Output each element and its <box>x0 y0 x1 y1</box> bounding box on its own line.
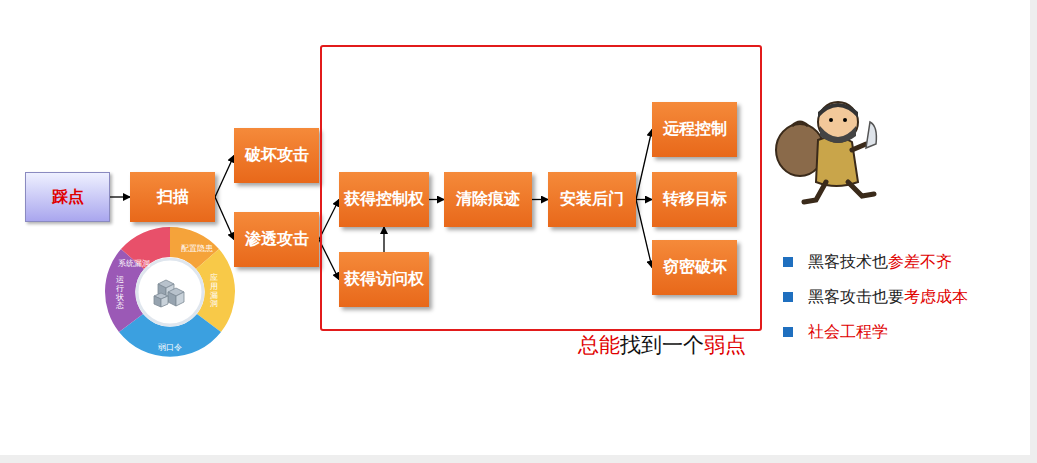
bullet-text: 参差不齐 <box>888 252 952 273</box>
page-ground <box>0 0 1030 455</box>
flow-arrow <box>429 199 444 200</box>
segment-label: 运行状态 <box>116 276 124 311</box>
process-box: 破坏攻击 <box>234 128 319 183</box>
process-box: 获得控制权 <box>339 172 429 227</box>
bullet-square <box>783 292 793 302</box>
box-text: 获得访问权 <box>344 269 424 290</box>
edge-strip <box>1030 0 1037 463</box>
box-text: 踩点 <box>52 187 84 208</box>
segment-label: 配置隐患 <box>181 243 213 254</box>
donut-center <box>137 259 203 325</box>
thief-head <box>818 102 858 142</box>
thief-mask <box>820 126 856 143</box>
box-text: 清除痕迹 <box>456 189 520 210</box>
process-box: 获得访问权 <box>339 252 429 307</box>
bullet-text: 黑客攻击也要 <box>808 287 904 308</box>
thief-arm <box>852 144 866 150</box>
edge-strip <box>0 455 1037 463</box>
flow-arrow <box>215 197 234 240</box>
bag-knot <box>792 122 808 126</box>
flow-arrow <box>532 199 548 200</box>
flow-arrow <box>636 200 652 268</box>
start-box: 踩点 <box>25 172 110 222</box>
process-box: 远程控制 <box>652 102 737 157</box>
box-text: 窃密破坏 <box>663 257 727 278</box>
thief-eye <box>843 118 847 122</box>
box-text: 获得控制权 <box>344 189 424 210</box>
process-box: 窃密破坏 <box>652 240 737 295</box>
segment-label: 应用漏洞 <box>210 274 218 309</box>
box-text: 安装后门 <box>560 189 624 210</box>
process-box: 安装后门 <box>548 172 636 227</box>
bullet-text: 考虑成本 <box>904 287 968 308</box>
segment-label: 弱口令 <box>158 342 182 353</box>
thief-eye <box>829 118 833 122</box>
flow-arrow <box>636 199 652 200</box>
process-box: 转移目标 <box>652 172 737 227</box>
heading-text: 弱点 <box>704 333 746 357</box>
flow-arrow <box>319 200 339 240</box>
bullet-square <box>783 257 793 267</box>
highlight-frame: 总能找到一个弱点获得控制权获得访问权清除痕迹安装后门远程控制转移目标窃密破坏 <box>320 45 762 331</box>
segment-label: 系统漏洞 <box>118 258 150 269</box>
flow-arrow <box>383 227 384 252</box>
heading-text: 总能 <box>578 333 620 357</box>
frame-heading: 总能找到一个弱点 <box>578 331 746 359</box>
knife <box>866 122 876 148</box>
bullet-text: 黑客技术也 <box>808 252 888 273</box>
thief-hat <box>818 103 858 118</box>
thief-leg <box>848 182 874 196</box>
flow-arrow <box>636 130 652 200</box>
box-text: 远程控制 <box>663 119 727 140</box>
process-box: 渗透攻击 <box>234 212 319 267</box>
box-text: 扫描 <box>157 187 189 208</box>
flow-arrow <box>319 240 339 280</box>
process-box: 清除痕迹 <box>444 172 532 227</box>
process-box: 扫描 <box>130 172 215 222</box>
donut-chart <box>105 227 235 357</box>
bullet-square <box>783 327 793 337</box>
heading-text: 找到一个 <box>620 333 704 357</box>
thief-body <box>816 136 858 186</box>
box-text: 转移目标 <box>663 189 727 210</box>
flow-arrow <box>110 196 130 197</box>
bullet-text: 社会工程学 <box>808 322 888 343</box>
server-icon <box>154 280 184 307</box>
thief-leg <box>804 182 826 202</box>
box-text: 破坏攻击 <box>245 145 309 166</box>
thief-figure <box>776 102 876 202</box>
flow-arrow <box>215 156 234 198</box>
box-text: 渗透攻击 <box>245 229 309 250</box>
